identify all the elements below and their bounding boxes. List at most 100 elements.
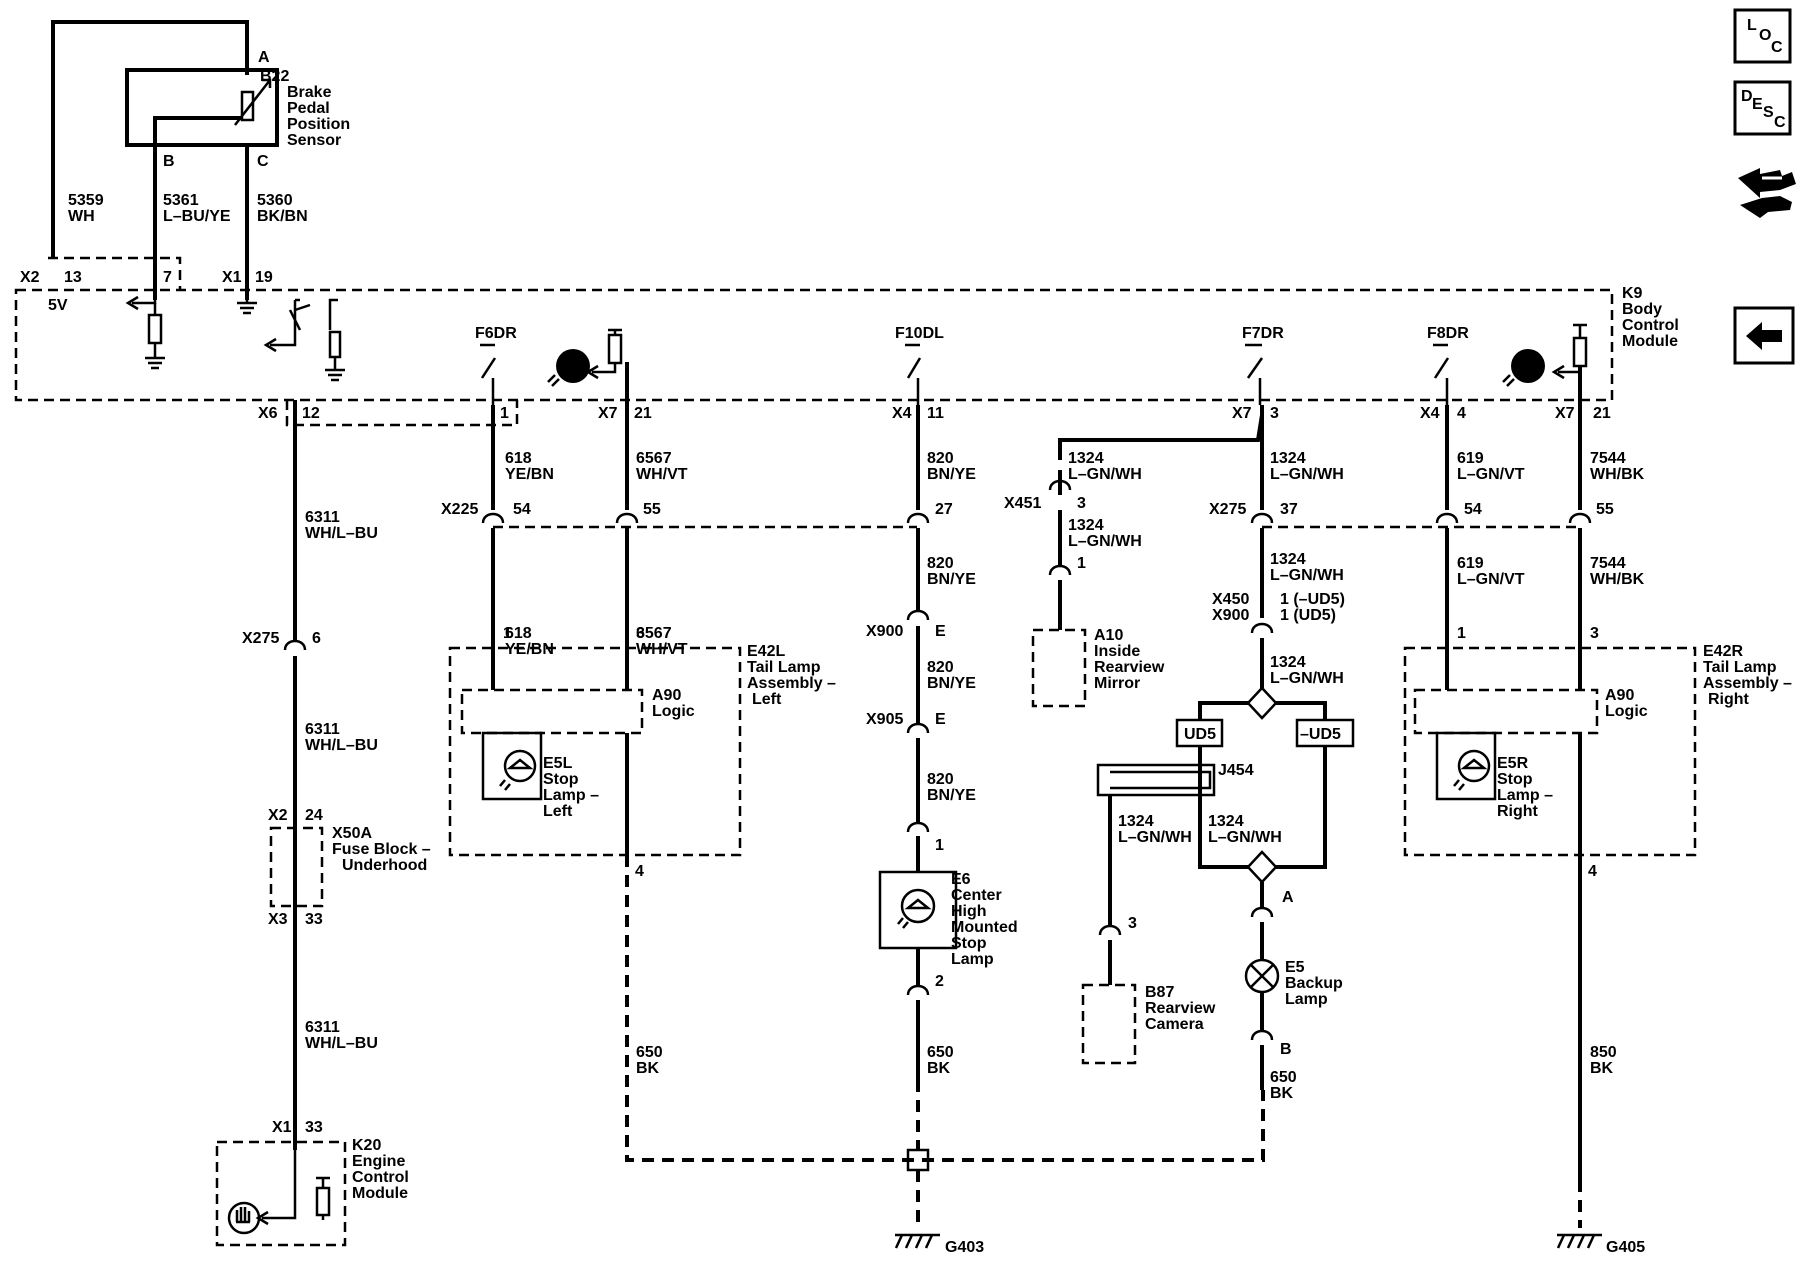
diagram-label: 1324	[1270, 654, 1306, 671]
diagram-label: 3	[1077, 495, 1086, 512]
diagram-label: 19	[255, 269, 273, 286]
diagram-label: 3	[1590, 625, 1599, 642]
diagram-label: YE/BN	[505, 641, 554, 658]
diagram-label: Mounted	[951, 919, 1018, 936]
diagram-label: E	[1752, 96, 1763, 113]
diagram-label: 6311	[305, 1019, 340, 1036]
diagram-label: Underhood	[342, 857, 427, 874]
diagram-label: Right	[1708, 691, 1750, 708]
diagram-label: 37	[1280, 501, 1298, 518]
diagram-label: Module	[1622, 333, 1678, 350]
diagram-label: X275	[242, 630, 279, 647]
diagram-label: 1324	[1068, 517, 1104, 534]
diagram-label: YE/BN	[505, 466, 554, 483]
diagram-label: BN/YE	[927, 571, 976, 588]
diagram-label: BN/YE	[927, 675, 976, 692]
diagram-label: L–GN/WH	[1068, 466, 1142, 483]
diagram-label: A10	[1094, 627, 1123, 644]
diagram-label: 54	[513, 501, 531, 518]
diagram-label: 1 (–UD5)	[1280, 591, 1345, 608]
diagram-label: 33	[305, 1119, 323, 1136]
diagram-label: Backup	[1285, 975, 1343, 992]
diagram-label: Tail Lamp	[747, 659, 821, 676]
diagram-label: B	[163, 153, 175, 170]
diagram-label: Control	[1622, 317, 1679, 334]
diagram-label: L–GN/VT	[1457, 466, 1525, 483]
diagram-label: WH/BK	[1590, 571, 1645, 588]
diagram-label: 24	[305, 807, 323, 824]
diagram-label: Camera	[1145, 1016, 1204, 1033]
diagram-label: 3	[636, 625, 645, 642]
connector-end-view-icon[interactable]	[1735, 155, 1796, 218]
diagram-label: 11	[927, 405, 944, 422]
diagram-label: L–GN/VT	[1457, 571, 1525, 588]
diagram-label: 5V	[48, 297, 68, 314]
diagram-label: L–GN/WH	[1270, 466, 1344, 483]
diagram-label: X1	[222, 269, 242, 286]
diagram-label: G405	[1606, 1239, 1645, 1256]
diagram-label: Lamp –	[1497, 787, 1553, 804]
diagram-label: E	[935, 711, 946, 728]
diagram-label: BN/YE	[927, 787, 976, 804]
diagram-label: High	[951, 903, 987, 920]
diagram-label: 650	[1270, 1069, 1297, 1086]
diagram-label: X905	[866, 711, 903, 728]
diagram-label: Control	[352, 1169, 409, 1186]
backup-lamp-camera-circuit: 1324 L–GN/WH X275 37 1324 L–GN/WH X450 X…	[1081, 405, 1355, 1102]
diagram-label: B	[1280, 1041, 1292, 1058]
diagram-label: X4	[892, 405, 912, 422]
diagram-label: 27	[935, 501, 953, 518]
diagram-label: Rearview	[1145, 1000, 1216, 1017]
diagram-label: L–GN/WH	[1270, 670, 1344, 687]
back-arrow-icon[interactable]	[1733, 306, 1795, 365]
diagram-label: X50A	[332, 825, 372, 842]
loc-button[interactable]: L O C	[1733, 8, 1792, 64]
diagram-label: 1324	[1208, 813, 1244, 830]
diagram-label: 12	[302, 405, 320, 422]
diagram-label: Assembly –	[1703, 675, 1792, 692]
diagram-label: 618	[505, 625, 532, 642]
diagram-label: C	[1774, 114, 1786, 131]
diagram-label: E42R	[1703, 643, 1743, 660]
desc-button[interactable]: D E S C	[1733, 80, 1792, 136]
diagram-label: 1	[1077, 555, 1086, 572]
diagram-label: X450	[1212, 591, 1249, 608]
diagram-label: S	[1763, 104, 1774, 121]
diagram-label: C	[1771, 39, 1783, 56]
diagram-label: 4	[635, 863, 644, 880]
diagram-label: 1	[1457, 625, 1466, 642]
diagram-label: A90	[652, 687, 681, 704]
diagram-label: F6DR	[475, 325, 517, 342]
diagram-label: 13	[64, 269, 82, 286]
diagram-label: J454	[1218, 762, 1254, 779]
diagram-label: X451	[1004, 495, 1041, 512]
diagram-label: L	[1747, 17, 1757, 34]
diagram-label: E	[935, 623, 946, 640]
diagram-label: X2	[268, 807, 288, 824]
diagram-label: 619	[1457, 450, 1484, 467]
diagram-label: BK	[1590, 1060, 1614, 1077]
diagram-label: WH	[68, 208, 95, 225]
diagram-label: 6	[312, 630, 321, 647]
diagram-label: A90	[1605, 687, 1634, 704]
e42r-tail-lamp-right: 619 L–GN/VT 7544 WH/BK 54 55 619 L–GN/VT…	[1403, 366, 1792, 1256]
b22-brake-pedal-position-sensor: B22 Brake Pedal Position Sensor A B C 53…	[51, 20, 350, 300]
diagram-label: F10DL	[895, 325, 944, 342]
diagram-label: 54	[1464, 501, 1482, 518]
diagram-label: 6567	[636, 450, 672, 467]
circuit-6311: 6311 WH/L–BU X275 6 6311 WH/L–BU X2 24 X…	[215, 400, 431, 1247]
diagram-label: 7	[163, 269, 172, 286]
diagram-label: 850	[1590, 1044, 1617, 1061]
diagram-label: A	[1282, 889, 1294, 906]
diagram-label: BK/BN	[257, 208, 308, 225]
diagram-label: 5360	[257, 192, 293, 209]
diagram-label: X6	[258, 405, 278, 422]
diagram-label: 1324	[1118, 813, 1154, 830]
diagram-label: 1	[935, 837, 944, 854]
diagram-label: E6	[951, 871, 971, 888]
diagram-label: 820	[927, 450, 954, 467]
diagram-label: WH/L–BU	[305, 1035, 378, 1052]
diagram-label: 2	[935, 973, 944, 990]
diagram-label: X7	[1232, 405, 1252, 422]
diagram-label: F7DR	[1242, 325, 1284, 342]
